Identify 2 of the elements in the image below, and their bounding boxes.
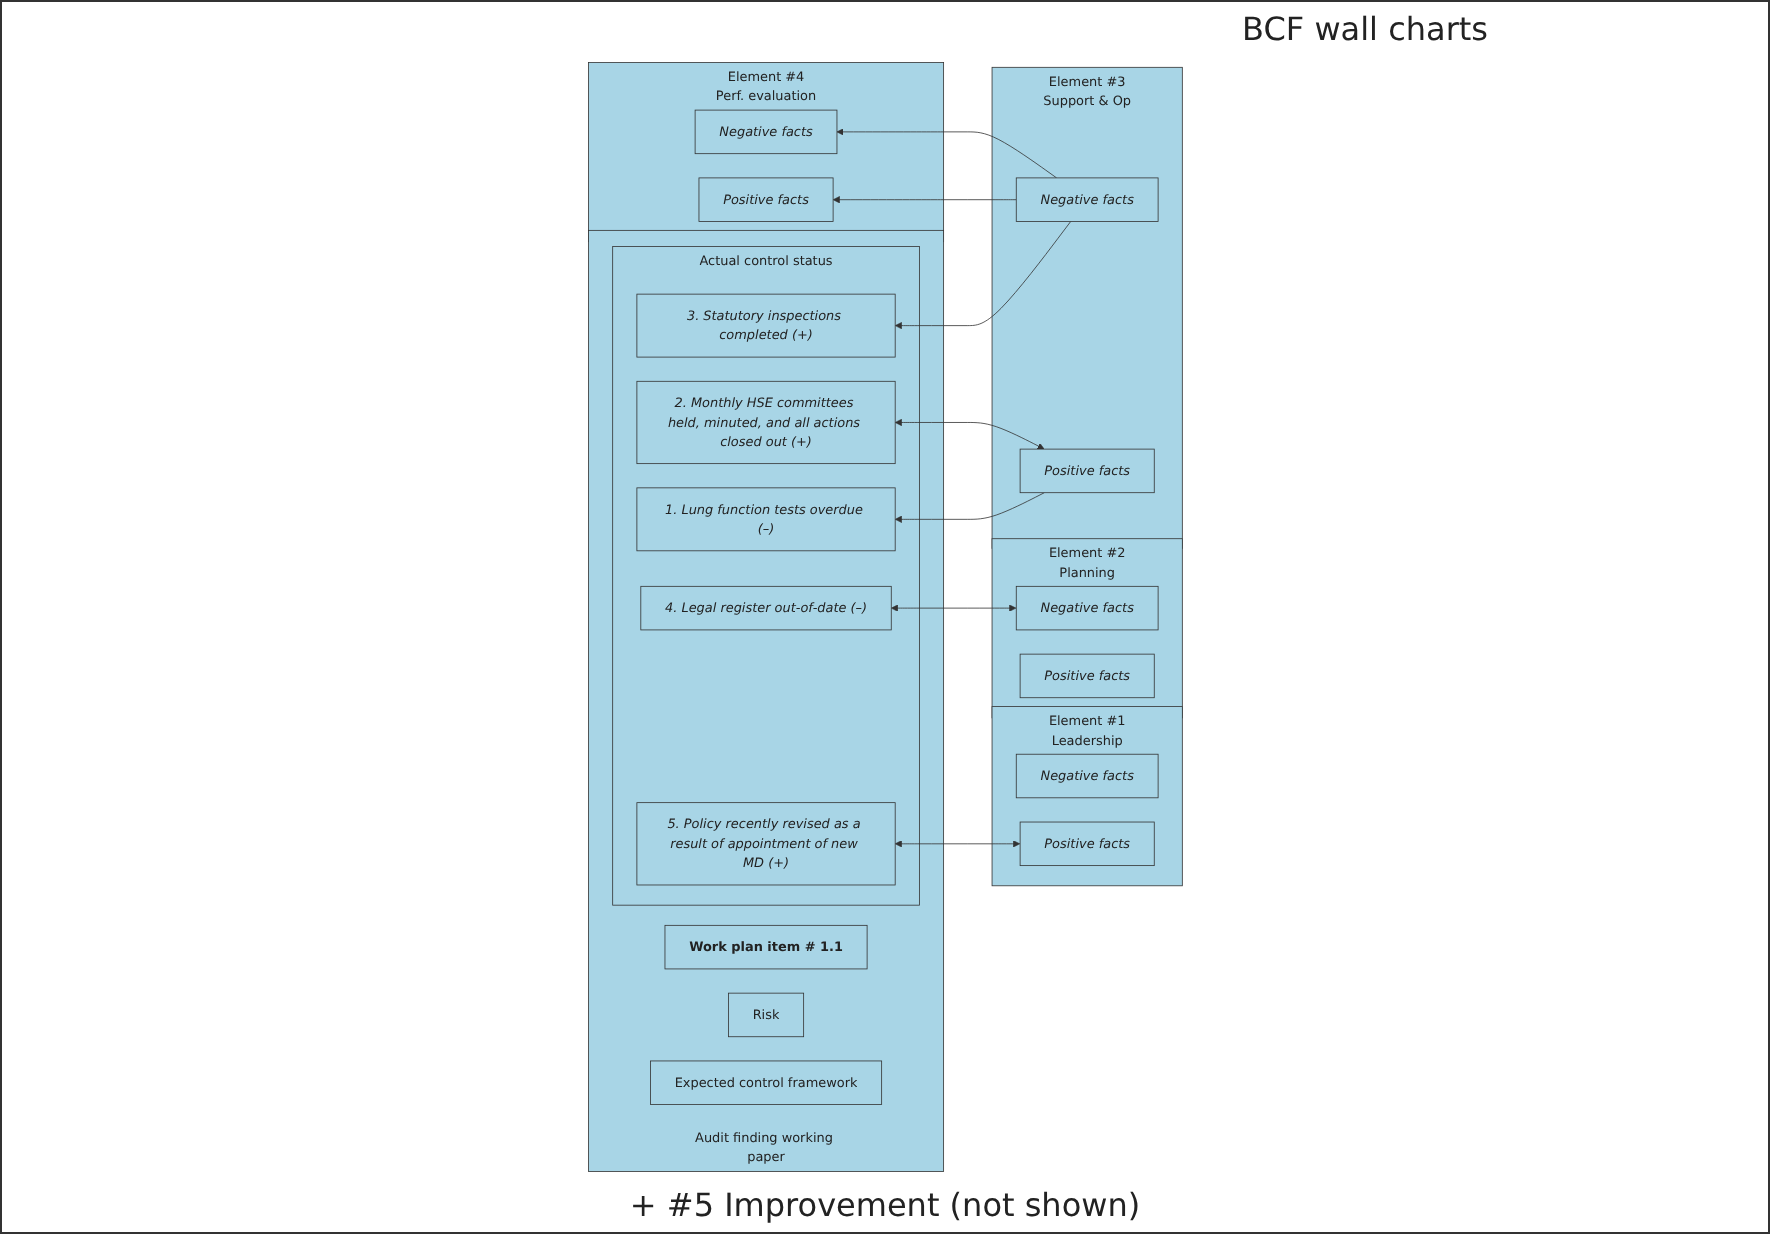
- chart-heading: BCF wall charts: [1240, 8, 1490, 52]
- note-text: + #5 Improvement (not shown): [627, 1184, 1143, 1228]
